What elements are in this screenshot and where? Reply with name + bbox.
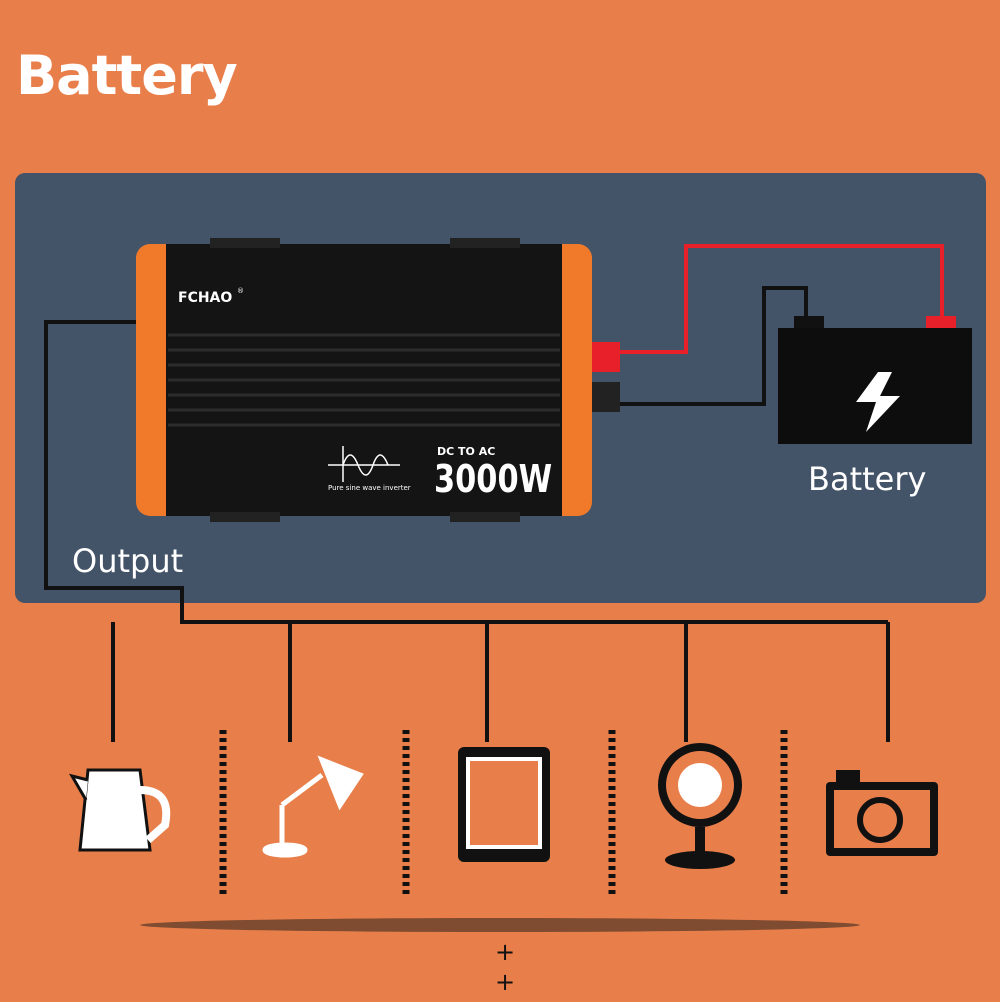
battery-icon <box>778 316 972 444</box>
power-rating: 3000W <box>434 458 552 502</box>
brand-logo: FCHAO <box>178 290 232 306</box>
kettle-icon <box>68 768 171 852</box>
page-title: Battery <box>16 44 238 107</box>
positive-wire <box>620 244 944 354</box>
svg-text:+: + <box>495 968 515 996</box>
tablet-icon <box>458 747 550 862</box>
negative-wire <box>620 286 808 406</box>
battery-label: Battery <box>808 460 927 498</box>
camera-icon <box>826 770 938 856</box>
wave-label: Pure sine wave inverter <box>328 484 411 492</box>
svg-text:+: + <box>495 938 515 966</box>
desk-lamp-icon <box>262 755 364 858</box>
output-label: Output <box>72 542 184 580</box>
conversion-label: DC TO AC <box>437 445 495 458</box>
output-wire <box>44 320 888 624</box>
registered-mark: ® <box>237 287 244 295</box>
fan-icon <box>658 743 742 869</box>
inverter: Pure sine wave inverter FCHAO ® DC TO AC… <box>136 238 620 522</box>
